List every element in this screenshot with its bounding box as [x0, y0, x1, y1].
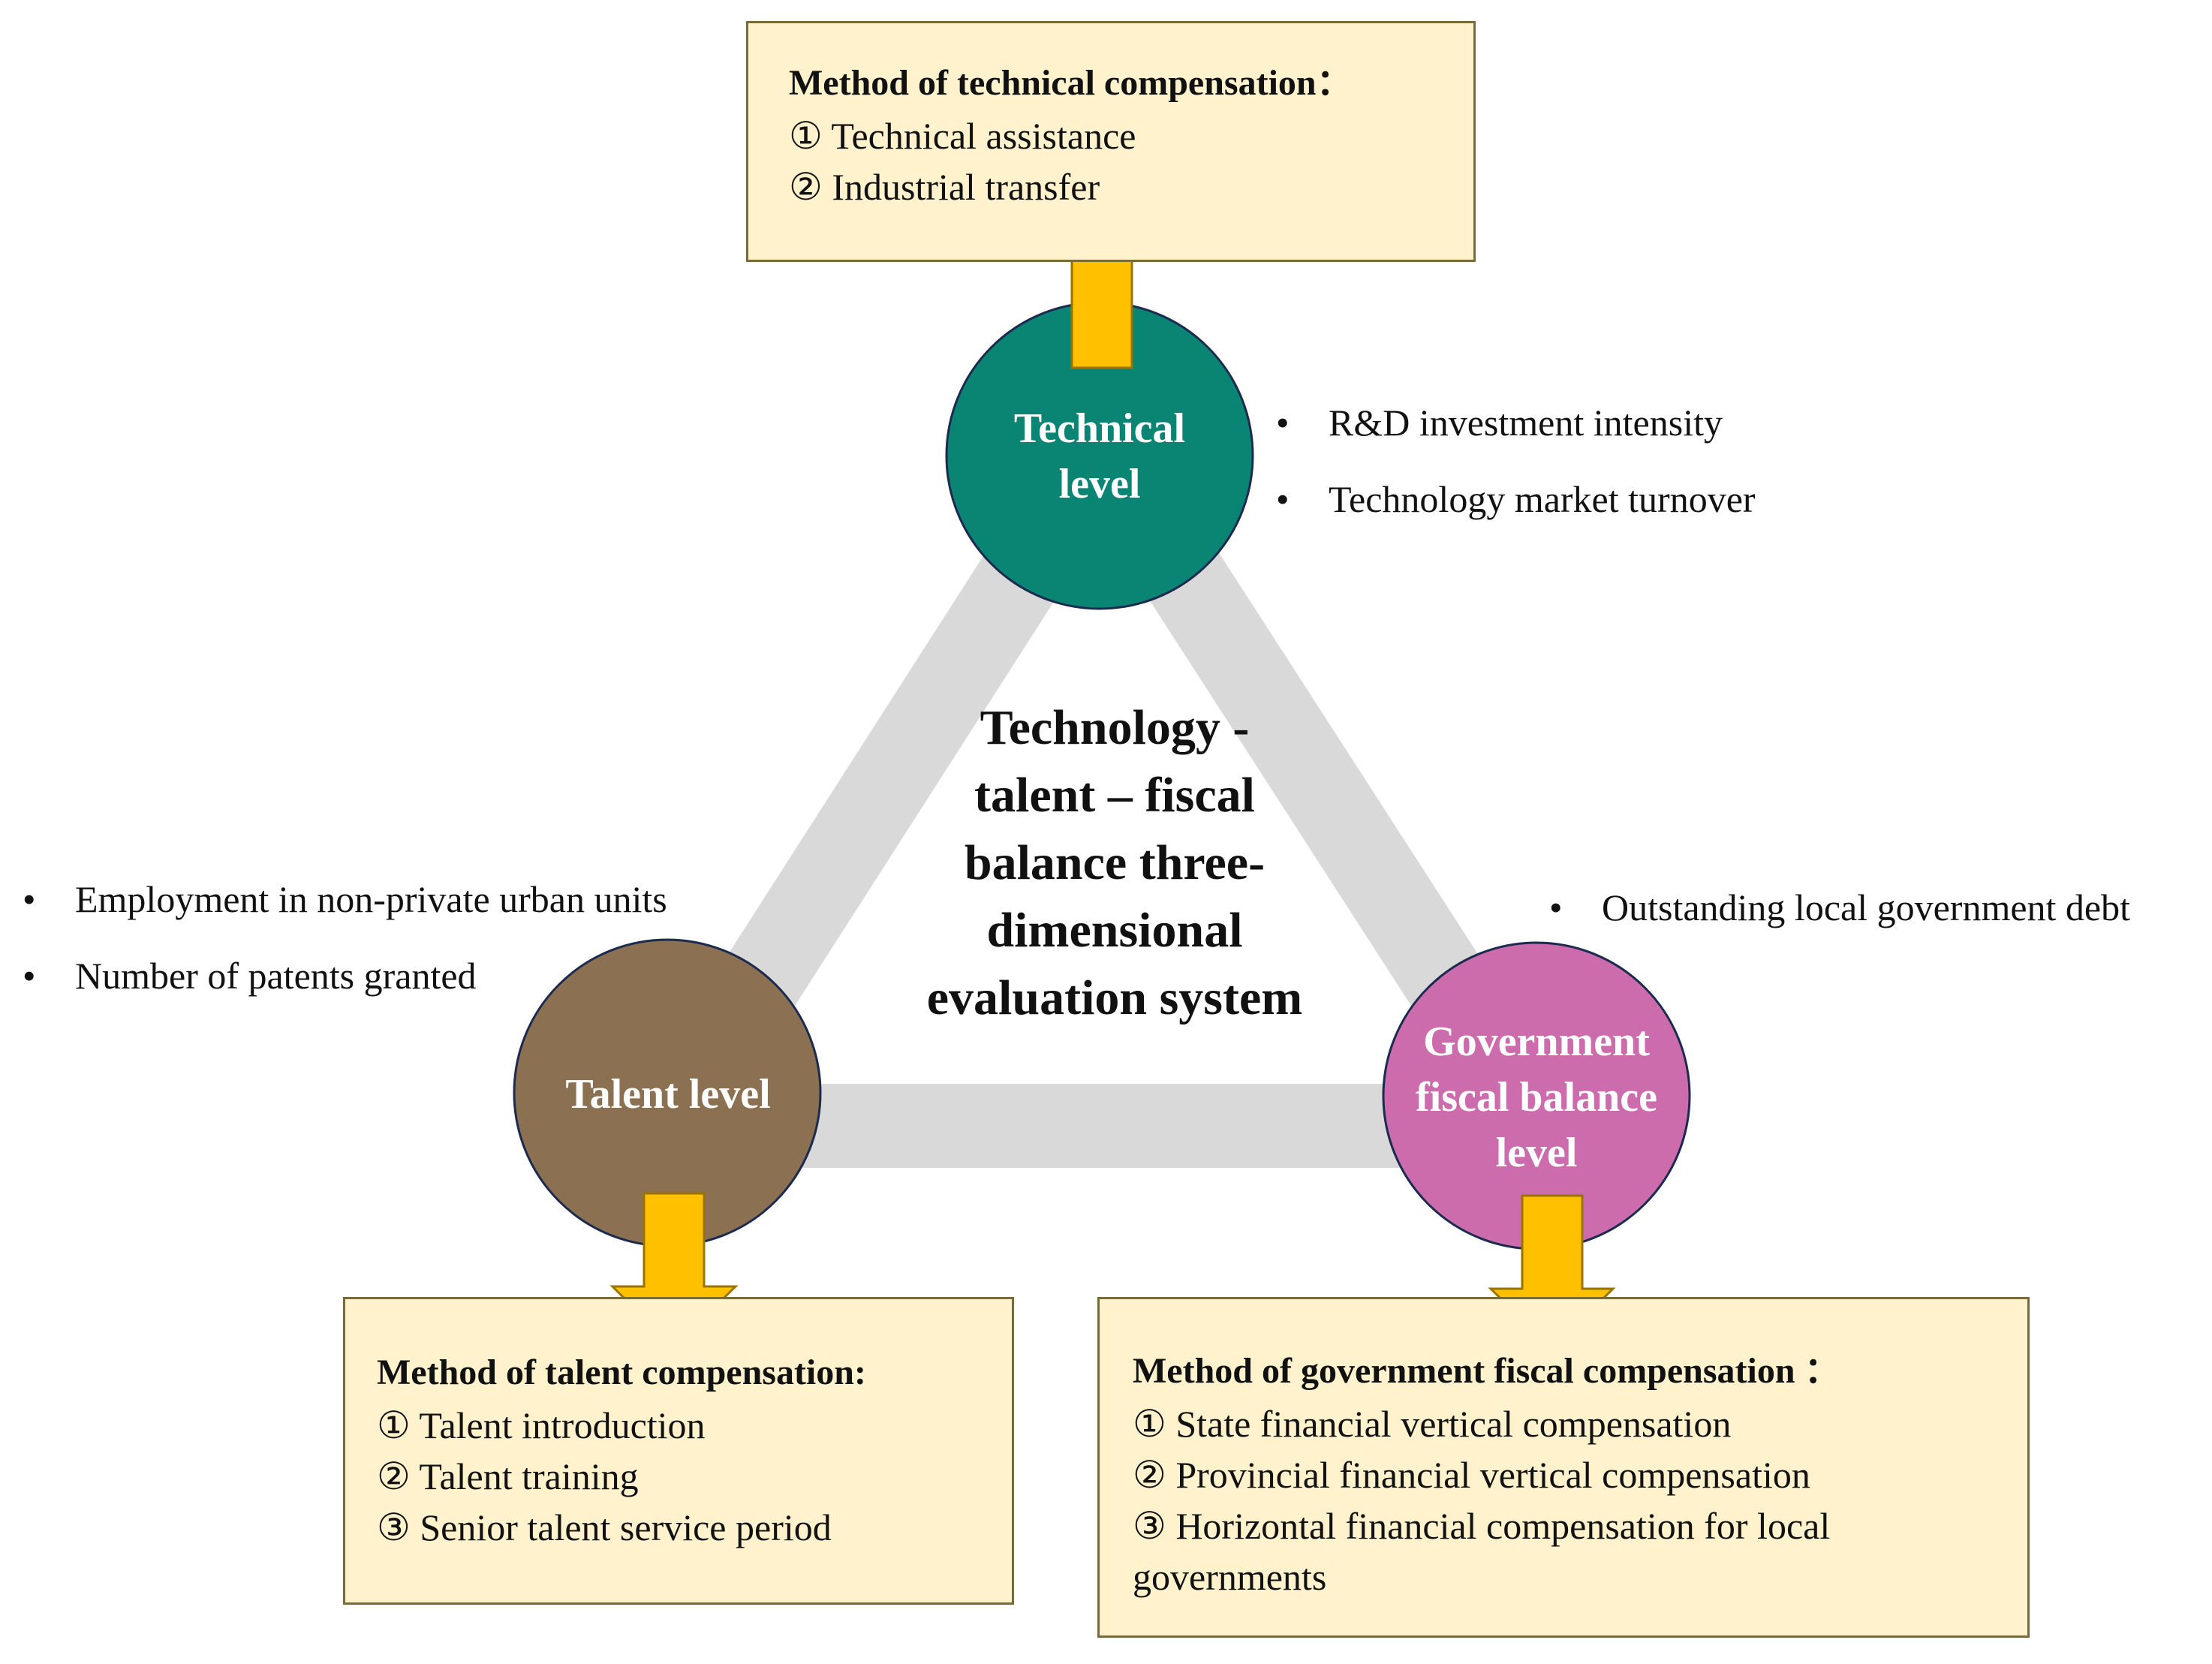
- talent-compensation-item: ② Talent training: [377, 1455, 639, 1497]
- talent-compensation-item: ① Talent introduction: [377, 1404, 706, 1446]
- technical-level-label: Technical level: [965, 401, 1235, 512]
- talent-level-label: Talent level: [525, 1067, 811, 1122]
- indicator-item: • Employment in non-private urban units: [23, 861, 667, 937]
- talent-compensation-box: Method of talent compensation: ① Talent …: [343, 1297, 1014, 1605]
- indicator-text: Technology market turnover: [1329, 478, 1756, 520]
- talent-level-label-text: Talent level: [565, 1071, 771, 1118]
- bullet-icon: •: [23, 878, 36, 920]
- government-compensation-item: ③ Horizontal financial compensation for …: [1133, 1505, 1831, 1547]
- technical-compensation-box: Method of technical compensation： ① Tech…: [746, 21, 1476, 262]
- bullet-icon: •: [23, 955, 36, 997]
- indicator-item: • Outstanding local government debt: [1549, 869, 2130, 946]
- center-title-line: balance three-: [964, 835, 1266, 890]
- government-compensation-heading: Method of government fiscal compensation…: [1133, 1351, 1840, 1391]
- government-level-label-line: Government: [1423, 1019, 1650, 1065]
- government-compensation-item: ② Provincial financial vertical compensa…: [1133, 1454, 1810, 1496]
- center-title-line: evaluation system: [926, 970, 1303, 1025]
- government-level-label: Government fiscal balance level: [1386, 1014, 1687, 1181]
- government-compensation-item: ① State financial vertical compensation: [1133, 1403, 1732, 1445]
- bullet-icon: •: [1276, 402, 1290, 444]
- indicator-item: • Technology market turnover: [1276, 461, 1756, 537]
- talent-compensation-item: ③ Senior talent service period: [377, 1506, 832, 1548]
- indicator-text: Outstanding local government debt: [1602, 886, 2131, 928]
- technical-level-label-line: level: [1058, 461, 1141, 507]
- technical-compensation-item: ② Industrial transfer: [789, 166, 1100, 208]
- talent-indicators: • Employment in non-private urban units •…: [23, 861, 667, 1014]
- bullet-icon: •: [1276, 478, 1290, 520]
- bullet-icon: •: [1549, 886, 1563, 928]
- triangle-band: [591, 371, 1616, 1168]
- center-title-line: Technology -: [980, 700, 1250, 755]
- government-compensation-item: governments: [1133, 1556, 1327, 1598]
- technical-indicators: • R&D investment intensity • Technology ma…: [1276, 384, 1756, 537]
- government-level-label-line: fiscal balance: [1416, 1074, 1657, 1121]
- government-compensation-box: Method of government fiscal compensation…: [1097, 1297, 2030, 1638]
- indicator-item: • Number of patents granted: [23, 937, 667, 1014]
- center-title: Technology - talent – fiscal balance thr…: [852, 694, 1377, 1032]
- government-indicators: • Outstanding local government debt: [1549, 869, 2130, 946]
- indicator-text: Number of patents granted: [75, 955, 477, 997]
- talent-compensation-heading: Method of talent compensation:: [377, 1353, 866, 1392]
- technical-level-label-line: Technical: [1013, 405, 1186, 452]
- center-title-line: dimensional: [986, 903, 1243, 958]
- technical-compensation-heading: Method of technical compensation：: [789, 63, 1353, 103]
- indicator-text: Employment in non-private urban units: [75, 878, 667, 920]
- technical-compensation-item: ① Technical assistance: [789, 115, 1136, 157]
- government-level-label-line: level: [1495, 1130, 1578, 1176]
- indicator-item: • R&D investment intensity: [1276, 384, 1756, 461]
- center-title-line: talent – fiscal: [974, 768, 1255, 823]
- indicator-text: R&D investment intensity: [1329, 402, 1723, 444]
